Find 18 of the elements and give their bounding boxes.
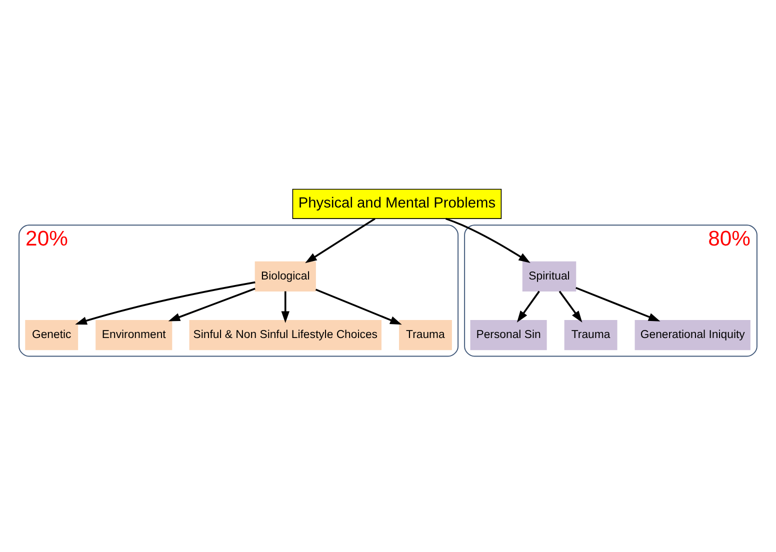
node-box: Physical and Mental Problems: [292, 188, 502, 219]
node-box: Genetic: [25, 320, 78, 350]
node-box: Environment: [96, 320, 172, 350]
node-box: Generational Iniquity: [634, 320, 750, 350]
node-box: Spiritual: [522, 261, 576, 292]
arrow: [75, 281, 256, 325]
arrow: [168, 288, 256, 322]
arrow: [576, 286, 660, 322]
arrow: [281, 291, 290, 324]
arrow: [305, 218, 376, 264]
node-box: Trauma: [399, 320, 452, 350]
node-box: Sinful & Non Sinful Lifestyle Choices: [189, 320, 382, 350]
node-box: Biological: [254, 261, 316, 292]
arrow: [315, 288, 402, 325]
node-box: Personal Sin: [470, 320, 547, 350]
node-box: Trauma: [564, 320, 618, 350]
arrow: [558, 290, 582, 322]
arrow: [516, 290, 540, 323]
